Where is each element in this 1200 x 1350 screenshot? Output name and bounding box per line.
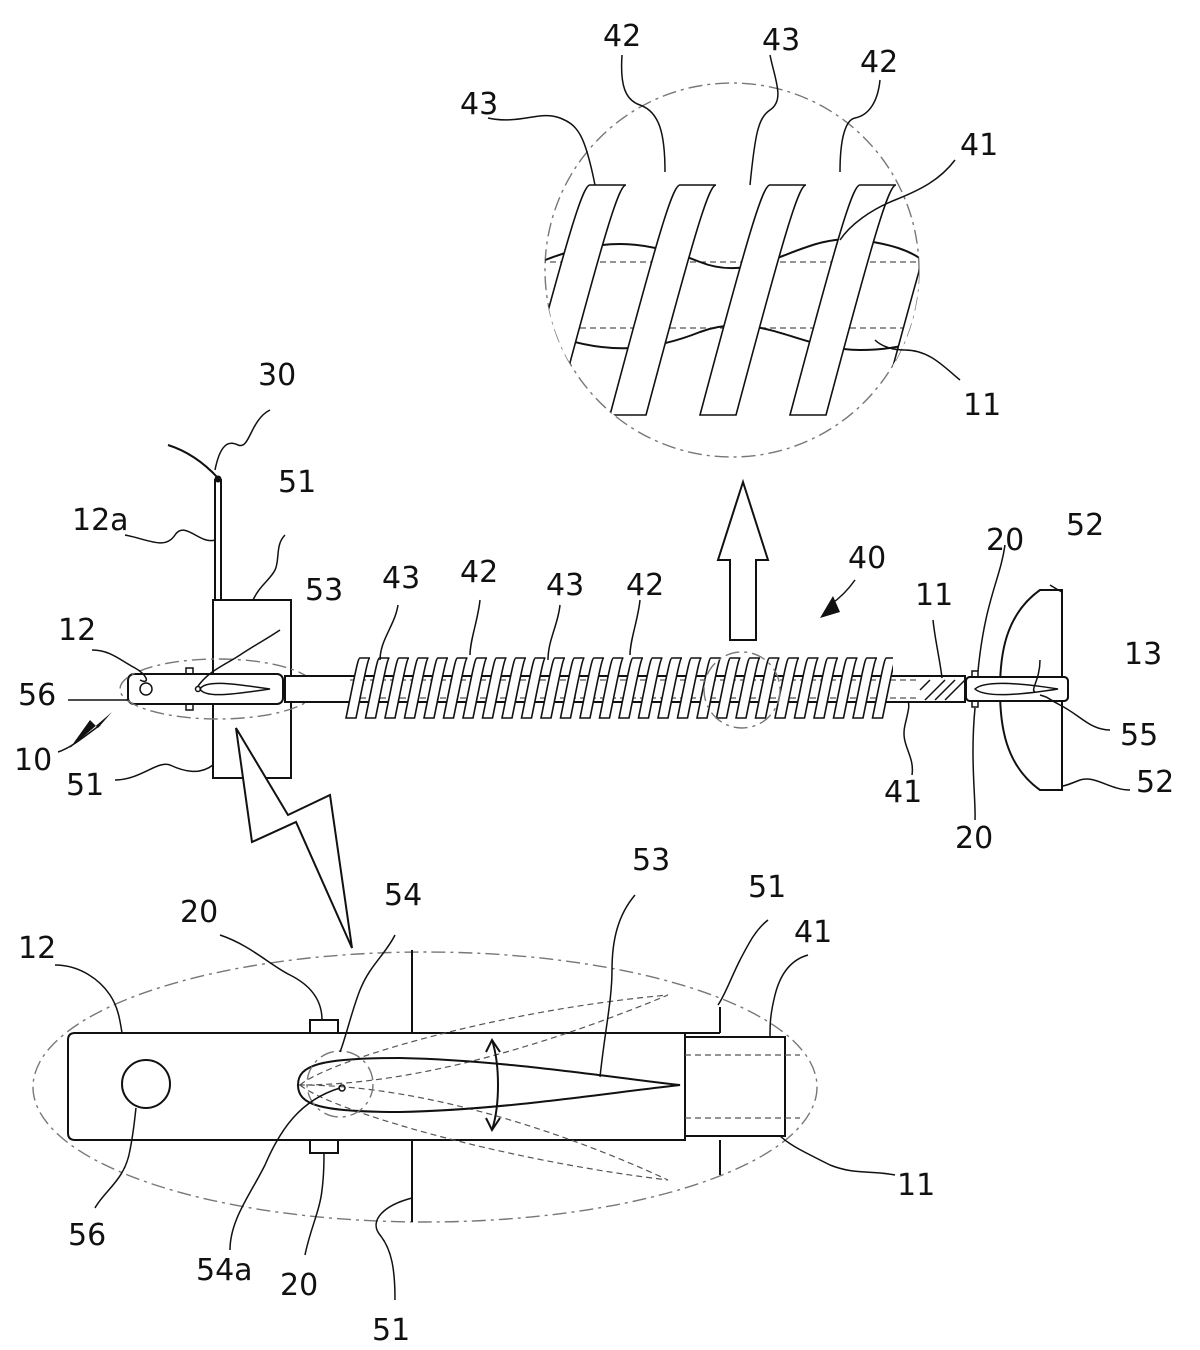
- tip-holder-13-front: [966, 677, 1068, 701]
- label-30: 30: [258, 358, 296, 393]
- detail-view-top: [430, 83, 986, 457]
- detail-label-41: 41: [960, 128, 998, 163]
- pin-20-bottom-large: [310, 1140, 338, 1153]
- bottom-label-51-top: 51: [748, 870, 786, 905]
- bottom-label-53: 53: [632, 843, 670, 878]
- label-13: 13: [1124, 637, 1162, 672]
- bottom-label-20-bottom: 20: [280, 1268, 318, 1303]
- label-56: 56: [18, 678, 56, 713]
- detail-view-bottom: [33, 950, 817, 1222]
- label-52-top: 52: [1066, 508, 1104, 543]
- detail-turn: [700, 185, 806, 415]
- label-43-a: 43: [382, 561, 420, 596]
- main-assembly: [120, 445, 1068, 790]
- detail-turn: [430, 185, 536, 415]
- detail-turn: [610, 185, 716, 415]
- bottom-label-12: 12: [18, 931, 56, 966]
- label-11-mid: 11: [915, 578, 953, 613]
- label-41-mid: 41: [884, 775, 922, 810]
- detail-label-42-left: 42: [603, 19, 641, 54]
- bottom-label-54a: 54a: [196, 1253, 253, 1288]
- shaft-41-large: [685, 1037, 785, 1136]
- detail-label-43-left: 43: [460, 87, 498, 122]
- bottom-label-11: 11: [897, 1168, 935, 1203]
- detail-label-43-mid: 43: [762, 23, 800, 58]
- bottom-label-56: 56: [68, 1218, 106, 1253]
- label-20-top-right: 20: [986, 523, 1024, 558]
- label-43-b: 43: [546, 568, 584, 603]
- arrow-down: [236, 728, 352, 948]
- label-53: 53: [305, 573, 343, 608]
- detail-label-42-right: 42: [860, 45, 898, 80]
- detail-turn: [880, 185, 986, 415]
- bottom-label-41: 41: [794, 915, 832, 950]
- label-52-bottom: 52: [1136, 765, 1174, 800]
- head-12-large: [68, 1033, 685, 1140]
- detail-label-11: 11: [963, 388, 1001, 423]
- wire-30: [168, 445, 218, 478]
- label-20-bottom-right: 20: [955, 821, 993, 856]
- detail-turn: [790, 185, 896, 415]
- label-55: 55: [1120, 718, 1158, 753]
- label-12a: 12a: [72, 503, 129, 538]
- label-42-a: 42: [460, 555, 498, 590]
- bottom-label-51-bottom: 51: [372, 1313, 410, 1348]
- bottom-label-54: 54: [384, 878, 422, 913]
- detail-turn: [520, 185, 626, 415]
- label-42-b: 42: [626, 568, 664, 603]
- label-40: 40: [848, 541, 886, 576]
- label-51-top: 51: [278, 465, 316, 500]
- label-10: 10: [14, 743, 52, 778]
- label-51-mid-bottom: 51: [66, 768, 104, 803]
- pin-20-top-large: [310, 1020, 338, 1033]
- arrow-up: [718, 482, 768, 640]
- label-12: 12: [58, 613, 96, 648]
- bottom-label-20-top: 20: [180, 895, 218, 930]
